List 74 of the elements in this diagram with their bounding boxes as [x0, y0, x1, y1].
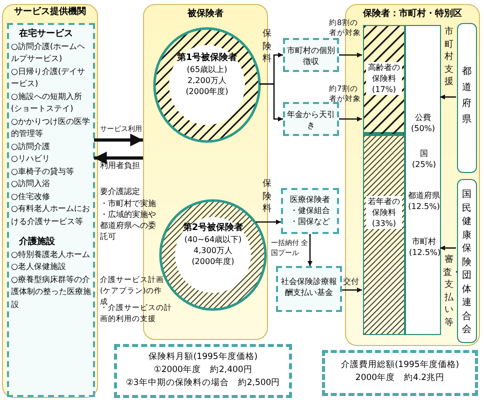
list-item: ○かかりつけ医の医学的管理等	[10, 116, 91, 140]
node-text: 介護費用総額(1995年度価格)	[340, 359, 460, 372]
group-title: 第2号被保険者	[182, 223, 244, 234]
arrow	[307, 234, 313, 266]
node-text: 4,300万人	[194, 245, 232, 256]
note-text: ・広域的実施や都道府県への委託可	[100, 209, 156, 242]
list-item: ○訪問介護	[10, 140, 51, 152]
arrow	[94, 134, 143, 146]
node-text: 保険料月額(1995年度価格)	[148, 351, 258, 364]
edge-label: 審査・支払い等	[443, 254, 455, 329]
arrow	[260, 83, 283, 122]
node-text: 2,200万人	[188, 75, 226, 86]
list-item: ○施設への短期入所(ショートステイ)	[10, 90, 83, 115]
list-item: ○訪問介護(ホームヘルプサービス)	[10, 40, 86, 65]
arrow	[94, 152, 143, 164]
section-heading: 介護施設	[18, 236, 56, 248]
dashed-box	[283, 102, 339, 136]
section-heading: 在宅サービス	[18, 28, 74, 40]
hatched-column	[363, 25, 405, 135]
arrow	[342, 287, 362, 293]
node-text: 都道府県(12.5%)	[407, 190, 441, 212]
node-text: 年金から天引き	[286, 109, 336, 131]
edge-label: 保険料	[262, 178, 272, 216]
node-text: 国民健康保険団体連合会	[461, 188, 473, 336]
arrow	[256, 219, 281, 225]
node-text: (65歳以上)	[186, 64, 228, 75]
summary-box	[114, 344, 292, 398]
list-item: ○車椅子の貸与等	[10, 166, 75, 178]
arrow	[440, 94, 456, 100]
node-text: (2000年度)	[186, 86, 228, 97]
node-text: ①2000年度 約2,400円	[154, 364, 252, 377]
edge-label: 交付	[343, 277, 359, 287]
panel-title: 保険者：市町村・特別区	[363, 9, 462, 20]
note-text: ・市町村で実施	[100, 198, 156, 209]
arrow	[339, 52, 362, 58]
list-item: ○療養型病床群等の介護体制の整った医療施設	[10, 274, 92, 310]
node-text: 若年者の保険料(33%)	[366, 196, 402, 229]
node-text: (2000年度)	[192, 256, 234, 267]
dashed-box	[276, 266, 342, 312]
list-item: ○日帰り介護(デイサービス)	[10, 66, 86, 90]
node-text: 都道府県	[461, 65, 473, 127]
node-text: 公費(50%)	[410, 112, 436, 134]
node-text: 高齢者の保険料(17%)	[366, 62, 402, 95]
panel-title: サービス提供機関	[14, 7, 86, 18]
hatched-column	[363, 135, 405, 335]
node-text: 市町村の個別徴収	[286, 45, 336, 67]
rounded-box	[457, 23, 477, 173]
dashed-box	[281, 188, 339, 234]
node-text: 医療保険者	[290, 194, 330, 205]
dashed-box	[283, 38, 339, 72]
node-text: ・国保など	[290, 216, 330, 227]
list-item: ○老人保健施設	[10, 261, 67, 273]
column-box	[405, 25, 441, 335]
edge-label: 市町村支援	[444, 26, 454, 88]
edge-label: 保険料	[262, 28, 272, 66]
note-heading: 要介護認定	[100, 186, 140, 197]
node-text: ②3年中期の保険料の場合 約2,500円	[126, 377, 280, 390]
arrow	[339, 116, 362, 122]
node-text: (40~64歳以下)	[184, 234, 242, 245]
rounded-box	[457, 179, 477, 343]
node-text: ・健保組合	[290, 205, 330, 216]
group-title: 第1号被保険者	[176, 53, 238, 64]
node-text: 2000年度 約4.2兆円	[355, 372, 445, 385]
node-text: 国(25%)	[410, 148, 438, 170]
list-item: ○住宅改修	[10, 190, 51, 202]
summary-box	[322, 350, 478, 396]
panel-title: 被保険者	[188, 9, 224, 20]
list-item: ○訪問入浴	[10, 178, 51, 190]
list-item: ○リハビリ	[10, 153, 51, 165]
arrow	[440, 245, 456, 251]
node-text: 市町村(12.5%)	[409, 236, 439, 258]
list-item: ○特別養護老人ホーム	[10, 248, 91, 260]
node-text: 社会保険診療報酬支払い基金	[280, 276, 338, 298]
list-item: ○有料老人ホームにおける介護サービス等	[10, 203, 91, 228]
